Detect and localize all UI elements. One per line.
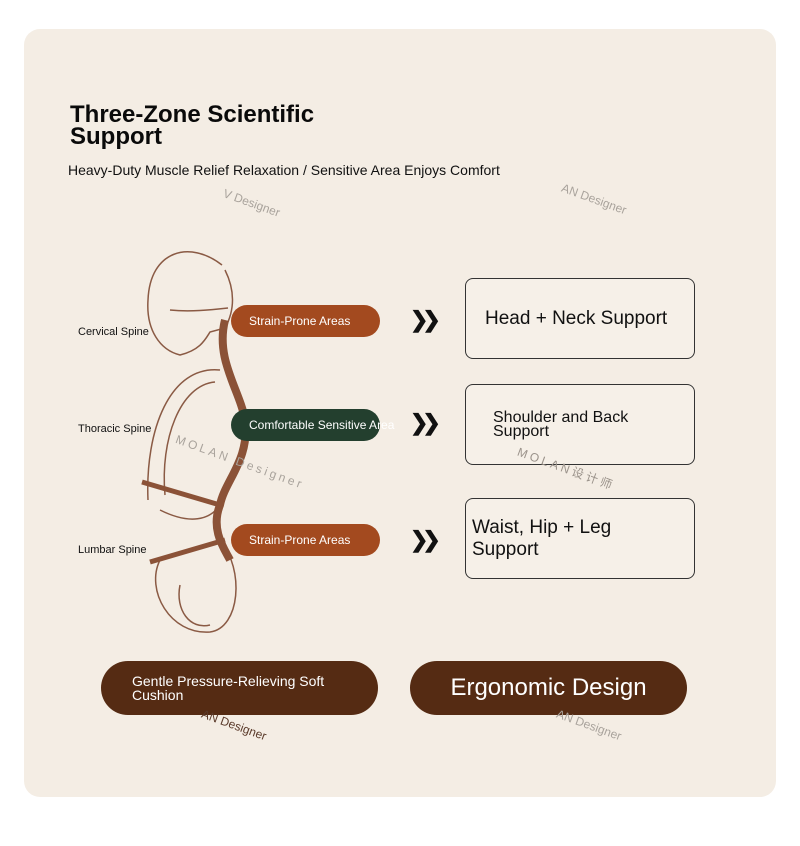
soft-cushion-button[interactable]: Gentle Pressure-Relieving Soft Cushion — [101, 661, 378, 715]
zone-tag-strain-lumbar: Strain-Prone Areas — [231, 524, 380, 556]
support-label: Shoulder and Back Support — [493, 408, 629, 440]
head-neck-support-box: Head + Neck Support — [465, 278, 695, 359]
subtitle: Heavy-Duty Muscle Relief Relaxation / Se… — [68, 162, 500, 178]
support-label: Waist, Hip + Leg Support — [472, 516, 612, 560]
zone-tag-comfort: Comfortable Sensitive Area — [231, 409, 394, 441]
shoulder-back-support-box: Shoulder and Back Support — [465, 384, 695, 465]
cervical-spine-label: Cervical Spine — [78, 326, 149, 338]
page-title: Three-Zone Scientific Support — [70, 101, 315, 150]
double-chevron-right-icon: ❯❯ — [410, 527, 441, 552]
lumbar-spine-label: Lumbar Spine — [78, 544, 147, 556]
double-chevron-right-icon: ❯❯ — [410, 307, 441, 332]
zone-tag-strain-neck: Strain-Prone Areas — [231, 305, 380, 337]
support-label: Head + Neck Support — [485, 307, 668, 329]
thoracic-spine-label: Thoracic Spine — [78, 423, 152, 435]
ergonomic-design-button[interactable]: Ergonomic Design — [410, 661, 687, 715]
button-label: Ergonomic Design — [450, 674, 647, 701]
waist-hip-leg-support-box: Waist, Hip + Leg Support — [465, 498, 695, 579]
button-label: Gentle Pressure-Relieving Soft Cushion — [132, 673, 325, 703]
body-spine-illustration — [141, 251, 250, 633]
double-chevron-right-icon: ❯❯ — [410, 410, 441, 435]
